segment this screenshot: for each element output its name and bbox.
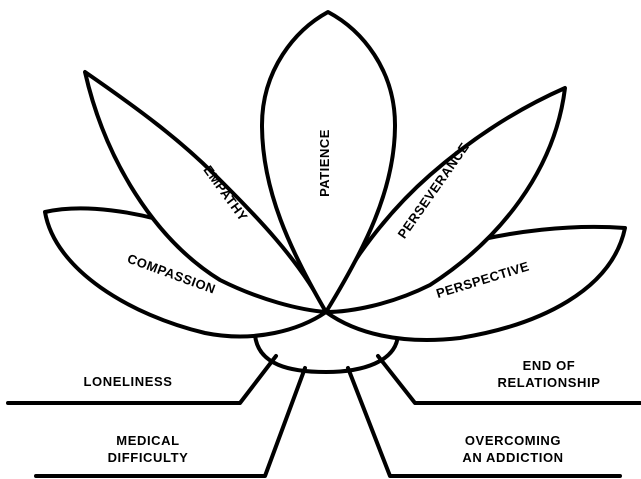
- label-patience: PATIENCE: [317, 129, 332, 197]
- lotus-base: [253, 333, 400, 374]
- label-overcoming-addiction-line2: AN ADDICTION: [462, 450, 563, 465]
- root-line-overcoming-addiction: [346, 366, 622, 478]
- petal-empathy: [83, 70, 328, 314]
- label-medical-difficulty-line2: DIFFICULTY: [108, 450, 189, 465]
- root-line-end-of-relationship: [376, 354, 641, 405]
- root-line-medical-difficulty: [34, 366, 307, 478]
- label-end-of-relationship-line2: RELATIONSHIP: [497, 375, 600, 390]
- label-loneliness: LONELINESS: [83, 374, 172, 389]
- label-medical-difficulty-line1: MEDICAL: [116, 433, 179, 448]
- label-end-of-relationship-line1: END OF: [523, 358, 576, 373]
- root-line-loneliness: [6, 354, 278, 405]
- petal-patience: [260, 10, 397, 314]
- label-overcoming-addiction-line1: OVERCOMING: [465, 433, 561, 448]
- petal-perseverance: [324, 86, 567, 314]
